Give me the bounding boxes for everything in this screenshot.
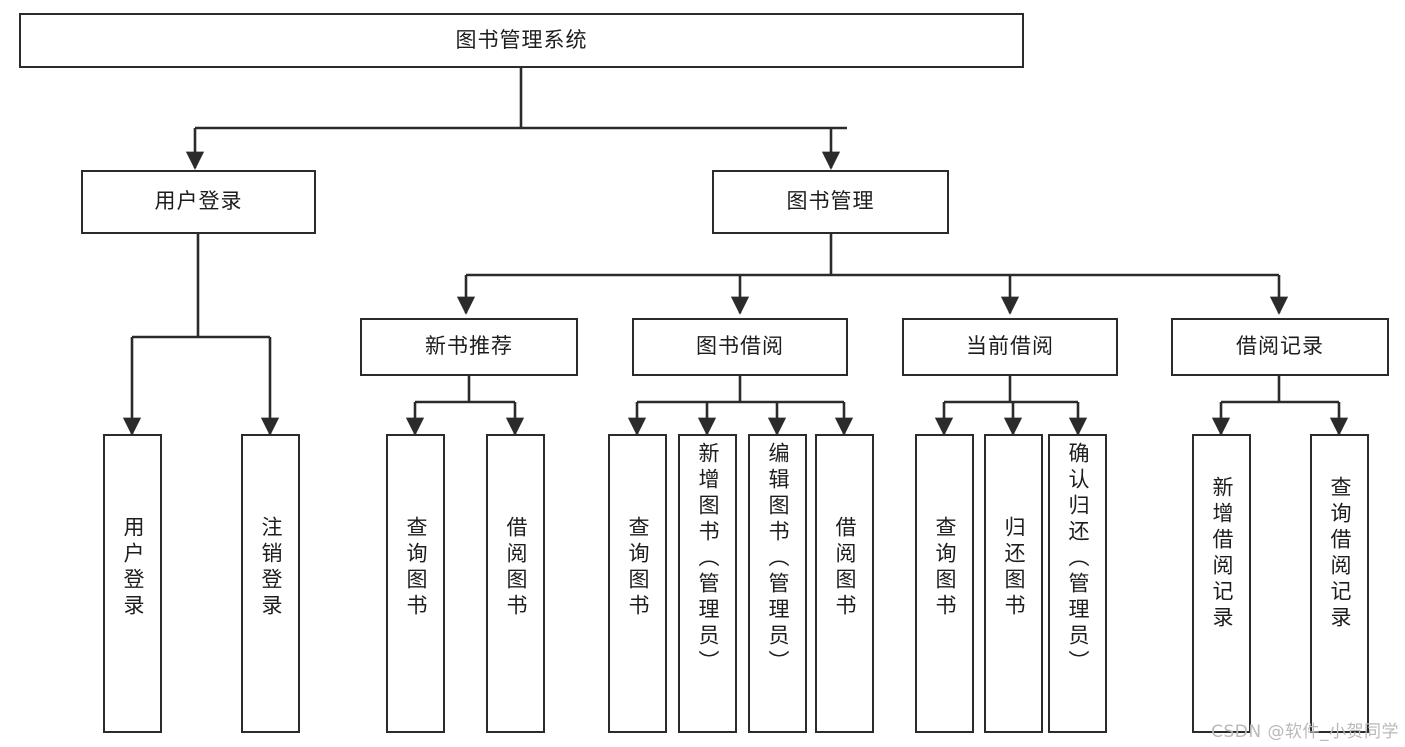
node-leaf-edit-book-admin[interactable]: 编辑图书（管理员）: [748, 434, 807, 733]
node-label: 图书借阅: [696, 334, 784, 359]
node-current-borrow[interactable]: 当前借阅: [902, 318, 1118, 376]
node-leaf-confirm-return-admin[interactable]: 确认归还（管理员）: [1048, 434, 1107, 733]
node-label: 新增借阅记录: [1210, 476, 1234, 632]
node-book-management[interactable]: 图书管理: [712, 170, 949, 234]
node-label: 确认归还（管理员）: [1066, 442, 1090, 676]
node-leaf-return-book[interactable]: 归还图书: [984, 434, 1043, 733]
node-leaf-borrow-book-recommend[interactable]: 借阅图书: [486, 434, 545, 733]
node-leaf-add-book-admin[interactable]: 新增图书（管理员）: [678, 434, 737, 733]
csdn-watermark: CSDN @软件_小贺同学: [1211, 722, 1399, 742]
node-leaf-query-book-borrow[interactable]: 查询图书: [608, 434, 667, 733]
node-leaf-user-login[interactable]: 用户登录: [103, 434, 162, 733]
node-borrow-record[interactable]: 借阅记录: [1171, 318, 1389, 376]
node-label: 归还图书: [1002, 516, 1026, 620]
node-root-book-management-system[interactable]: 图书管理系统: [19, 13, 1024, 68]
node-label: 查询图书: [933, 516, 957, 620]
node-new-book-recommend[interactable]: 新书推荐: [360, 318, 578, 376]
node-label: 借阅记录: [1236, 334, 1324, 359]
node-label: 当前借阅: [966, 334, 1054, 359]
node-label: 借阅图书: [504, 516, 528, 620]
node-label: 注销登录: [259, 516, 283, 620]
node-book-borrow[interactable]: 图书借阅: [632, 318, 848, 376]
node-leaf-borrow-book[interactable]: 借阅图书: [815, 434, 874, 733]
node-label: 用户登录: [154, 189, 243, 214]
node-label: 图书管理: [786, 189, 875, 214]
node-leaf-query-book-current[interactable]: 查询图书: [915, 434, 974, 733]
node-label: 新增图书（管理员）: [696, 442, 720, 676]
node-label: 查询借阅记录: [1328, 476, 1352, 632]
node-leaf-logout-login[interactable]: 注销登录: [241, 434, 300, 733]
node-label: 查询图书: [626, 516, 650, 620]
node-leaf-query-book-recommend[interactable]: 查询图书: [386, 434, 445, 733]
node-label: 新书推荐: [425, 334, 513, 359]
node-label: 用户登录: [121, 516, 145, 620]
node-label: 查询图书: [404, 516, 428, 620]
node-leaf-query-borrow-record[interactable]: 查询借阅记录: [1310, 434, 1369, 733]
node-leaf-add-borrow-record[interactable]: 新增借阅记录: [1192, 434, 1251, 733]
node-user-login[interactable]: 用户登录: [81, 170, 316, 234]
node-label: 图书管理系统: [455, 27, 588, 52]
node-label: 借阅图书: [833, 516, 857, 620]
node-label: 编辑图书（管理员）: [766, 442, 790, 676]
